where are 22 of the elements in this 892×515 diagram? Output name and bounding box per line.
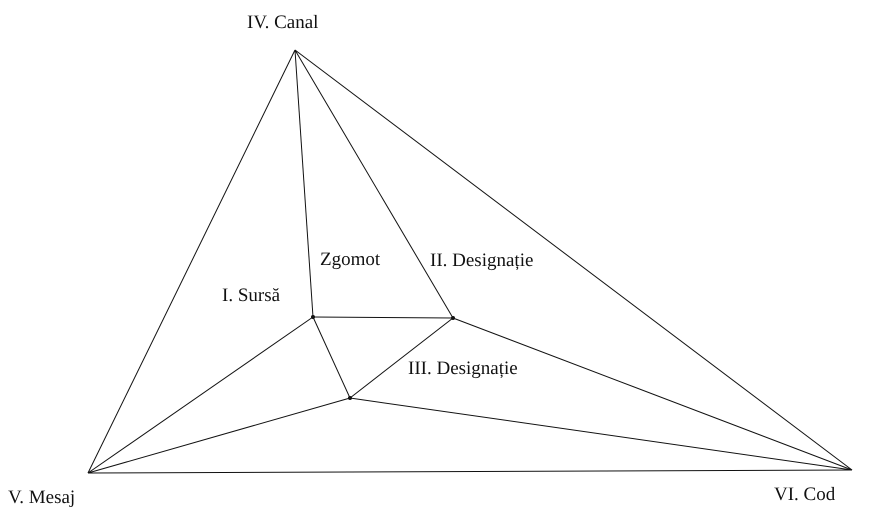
vertex-label-text: VI. Cod: [774, 484, 836, 506]
vertex-label-text: V. Mesaj: [8, 487, 76, 509]
region-label: Zgomot: [320, 249, 380, 271]
line: [88, 470, 852, 474]
junction-point: [311, 315, 315, 319]
region-label: II. Designație: [430, 250, 534, 272]
line: [312, 316, 454, 318]
vertex-label-text: IV. Canal: [247, 12, 318, 34]
line: [452, 318, 852, 470]
junction-point: [451, 316, 455, 320]
region-label: I. Sursă: [222, 285, 280, 307]
line: [88, 50, 296, 474]
line: [294, 50, 852, 470]
line: [350, 398, 852, 470]
line: [350, 318, 454, 398]
junction-point: [348, 396, 352, 400]
line: [312, 316, 350, 398]
line: [88, 398, 350, 474]
line: [294, 50, 454, 318]
region-label: III. Designație: [408, 358, 518, 380]
line: [294, 50, 314, 318]
line: [88, 316, 314, 474]
